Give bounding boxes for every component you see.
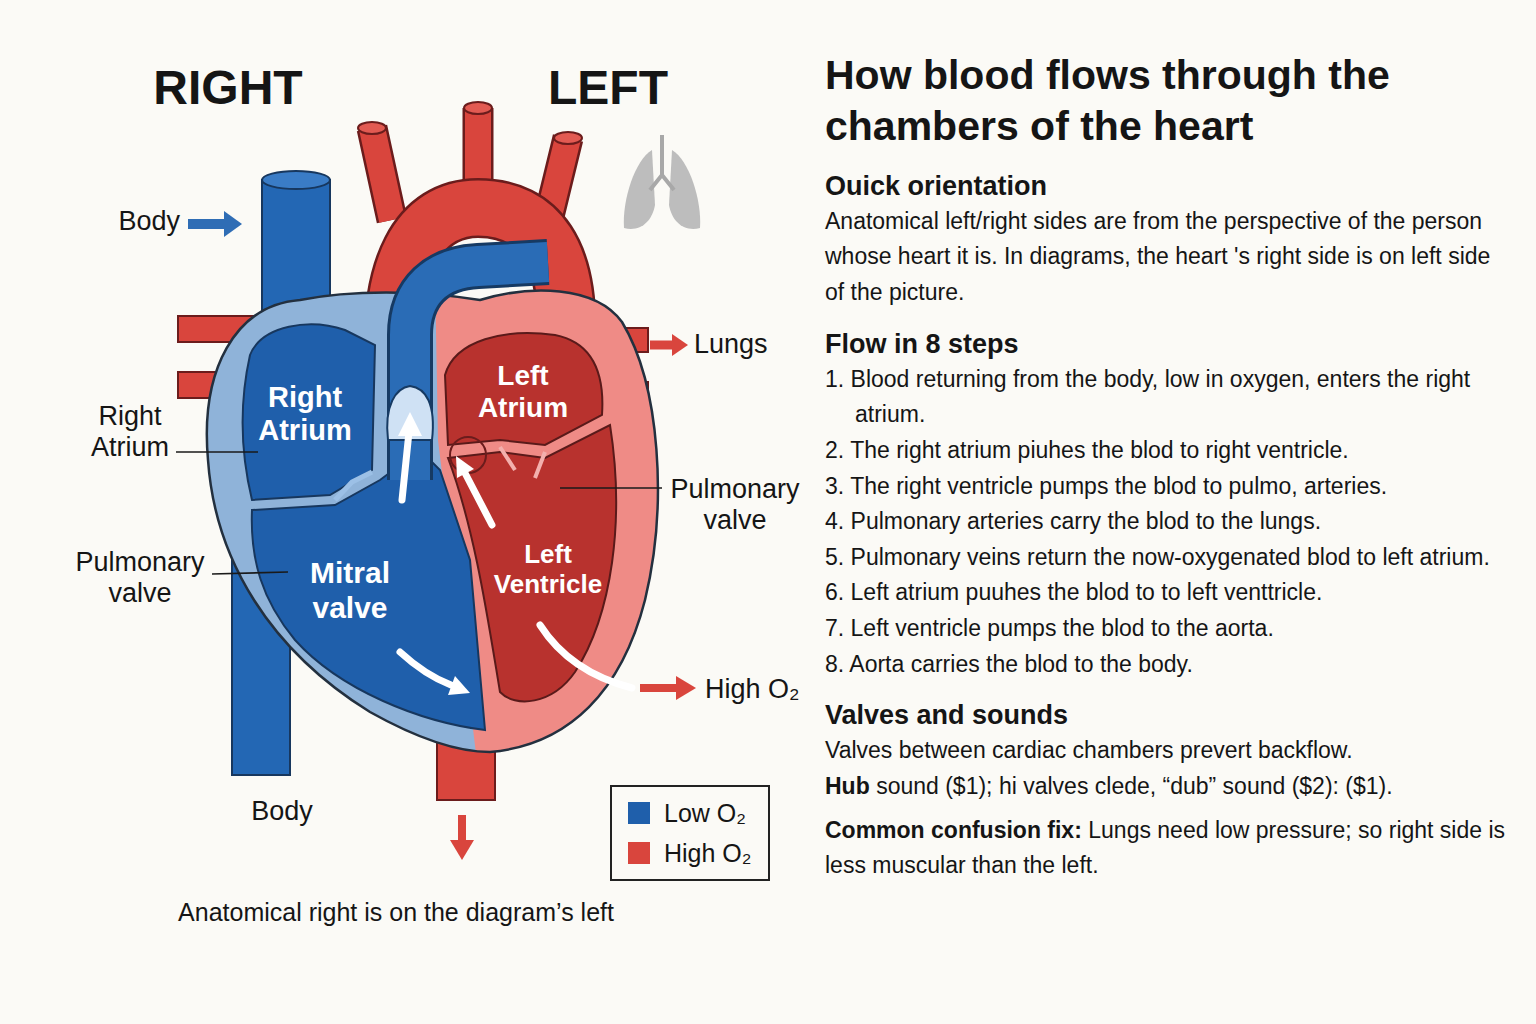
step-item: 6. Left atrium puuhes the blod to to lef… (825, 575, 1515, 611)
bold-lead: Hub (825, 773, 870, 799)
flow-arrow (465, 473, 492, 525)
section-heading: Ouick orientation (825, 169, 1515, 204)
outflow-arrow (640, 684, 678, 692)
section-heading: Valves and sounds (825, 698, 1515, 733)
body-text: Valves and sounds (825, 700, 1068, 730)
bold-lead: Common confusion fix: (825, 817, 1082, 843)
body-text: 3. The right ventricle pumps the blod to… (825, 473, 1387, 499)
vessel-opening (554, 132, 582, 144)
part-label: Pulmonary valve (60, 547, 220, 609)
arrowhead (448, 676, 470, 695)
step-item: 1. Blood returning from the body, low in… (825, 362, 1515, 433)
flow-arrow (400, 652, 451, 685)
vessel-opening (464, 102, 492, 114)
paragraph: Hubsound ($1); hi valves clede, “dub” so… (825, 769, 1515, 805)
paragraph: Valves between cardiac chambers prevert … (825, 733, 1515, 769)
arrowhead (224, 211, 242, 237)
chamber-label: Left Atrium (463, 360, 583, 424)
flow-arrow (402, 432, 409, 500)
valve-leaflet (335, 472, 372, 500)
step-item: 5. Pulmonary veins return the now-oxygen… (825, 540, 1515, 576)
chamber-label: Left Ventricle (485, 540, 611, 600)
valve-leaflet (500, 447, 545, 478)
body-text: Anatomical left/right sides are from the… (825, 208, 1490, 305)
legend-text: High O₂ (664, 839, 752, 868)
flow-arrow (540, 625, 632, 688)
body-arrow (458, 815, 466, 842)
body-text: 4. Pulmonary arteries carry the blod to … (825, 508, 1321, 534)
part-label: Body (118, 206, 180, 237)
body-text: 5. Pulmonary veins return the now-oxygen… (825, 544, 1490, 570)
body-text: Flow in 8 steps (825, 329, 1019, 359)
lungs-icon (650, 135, 674, 190)
part-label: High O₂ (705, 674, 800, 705)
chamber-label: Mitral valve (280, 556, 420, 625)
arrowhead (456, 456, 474, 478)
part-label: Pulmonary valve (655, 474, 815, 536)
vessel-opening (262, 171, 330, 189)
body-text: sound ($1); hi valves clede, “dub” sound… (876, 773, 1393, 799)
body-text: Ouick orientation (825, 171, 1047, 201)
paragraph: Common confusion fix:Lungs need low pres… (825, 813, 1515, 884)
step-item: 8. Aorta carries the blod to the body. (825, 647, 1515, 683)
arrowhead (672, 334, 688, 356)
body-text: 6. Left atrium puuhes the blod to to lef… (825, 579, 1322, 605)
legend-swatch (628, 842, 650, 864)
step-item: 4. Pulmonary arteries carry the blod to … (825, 504, 1515, 540)
step-item: 2. The right atrium piuhes the blod to r… (825, 433, 1515, 469)
step-item: 7. Left ventricle pumps the blod to the … (825, 611, 1515, 647)
arrowhead (676, 676, 696, 700)
step-item: 3. The right ventricle pumps the blod to… (825, 469, 1515, 505)
right-ventricle-chamber (252, 450, 485, 730)
legend-box: Low O₂ High O₂ (610, 785, 770, 881)
part-label: Lungs (694, 329, 768, 360)
leader-line (176, 451, 258, 453)
part-label: Right Atrium (75, 401, 185, 463)
title: How blood flows through the chambers of … (825, 50, 1515, 153)
legend-row: High O₂ (628, 833, 752, 873)
chamber-label: Right Atrium (235, 381, 375, 448)
vessel-opening (358, 122, 386, 134)
leader-line (560, 487, 662, 489)
left-atrium-chamber (445, 333, 602, 445)
body-text: 1. Blood returning from the body, low in… (825, 366, 1470, 428)
paragraph: Anatomical left/right sides are from the… (825, 204, 1515, 311)
text-panel: How blood flows through the chambers of … (825, 50, 1515, 884)
legend-swatch (628, 802, 650, 824)
body-text: 7. Left ventricle pumps the blod to the … (825, 615, 1274, 641)
part-label: Body (251, 796, 313, 827)
arrowhead (450, 840, 474, 860)
body-text: Valves between cardiac chambers prevert … (825, 737, 1353, 763)
arrowhead (398, 412, 422, 436)
body-text: 8. Aorta carries the blod to the body. (825, 651, 1193, 677)
section-heading: Flow in 8 steps (825, 327, 1515, 362)
valve-leaflet (387, 386, 433, 440)
leader-line (212, 572, 288, 574)
lungs-arrow (650, 341, 674, 350)
side-heading: LEFT (548, 60, 668, 115)
inflow-arrow (188, 219, 226, 229)
legend-text: Low O₂ (664, 799, 746, 828)
left-ventricle-chamber (448, 425, 616, 701)
side-heading: RIGHT (153, 60, 302, 115)
body-text: 2. The right atrium piuhes the blod to r… (825, 437, 1349, 463)
legend-row: Low O₂ (628, 793, 752, 833)
caption: Anatomical right is on the diagram’s lef… (178, 898, 614, 927)
